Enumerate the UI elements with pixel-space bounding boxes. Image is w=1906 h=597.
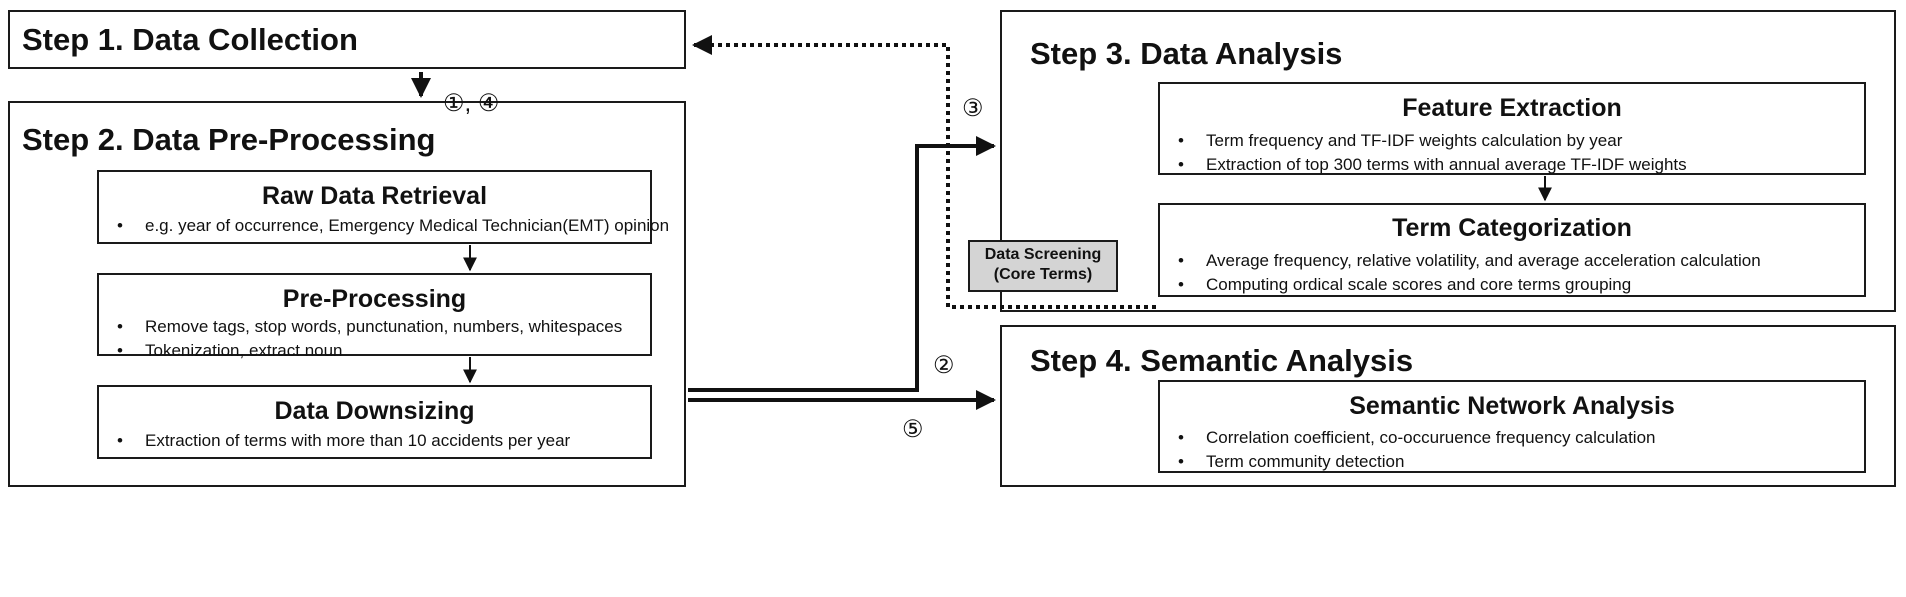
preprocessing-box: Pre-Processing Remove tags, stop words, …	[97, 273, 652, 363]
feature-extraction-title: Feature Extraction	[1402, 94, 1622, 122]
semantic-network-box: Semantic Network Analysis Correlation co…	[1158, 380, 1866, 474]
raw-data-bullets: e.g. year of occurrence, Emergency Medic…	[117, 214, 669, 238]
step3-title: Step 3. Data Analysis	[1030, 36, 1343, 71]
label-2: ②	[933, 352, 955, 379]
data-screening-line2: (Core Terms)	[993, 266, 1093, 283]
preprocessing-bullet: Remove tags, stop words, punctunation, n…	[117, 315, 622, 339]
label-1-4: ①, ④	[443, 90, 500, 117]
feature-extraction-bullets: Term frequency and TF-IDF weights calcul…	[1178, 129, 1687, 177]
semantic-network-bullet: Term community detection	[1178, 450, 1656, 474]
label-5: ⑤	[902, 416, 924, 443]
data-screening-line1: Data Screening	[984, 246, 1102, 263]
raw-data-bullet: e.g. year of occurrence, Emergency Medic…	[117, 214, 669, 238]
term-categorization-bullets: Average frequency, relative volatility, …	[1178, 249, 1761, 297]
term-categorization-bullet: Average frequency, relative volatility, …	[1178, 249, 1761, 273]
data-screening-box: Data Screening (Core Terms)	[968, 240, 1118, 292]
downsizing-bullets: Extraction of terms with more than 10 ac…	[117, 429, 570, 453]
feature-extraction-bullet: Extraction of top 300 terms with annual …	[1178, 153, 1687, 177]
label-3: ③	[962, 95, 984, 122]
semantic-network-bullet: Correlation coefficient, co-occuruence f…	[1178, 426, 1656, 450]
term-categorization-box: Term Categorization Average frequency, r…	[1158, 203, 1866, 297]
preprocessing-title: Pre-Processing	[282, 285, 467, 313]
step1-box: Step 1. Data Collection	[8, 10, 686, 69]
step2-title: Step 2. Data Pre-Processing	[22, 122, 436, 157]
preprocessing-bullets: Remove tags, stop words, punctunation, n…	[117, 315, 622, 363]
downsizing-bullet: Extraction of terms with more than 10 ac…	[117, 429, 570, 453]
term-categorization-title: Term Categorization	[1392, 214, 1632, 242]
term-categorization-bullet: Computing ordical scale scores and core …	[1178, 273, 1761, 297]
step1-title: Step 1. Data Collection	[22, 22, 358, 57]
raw-data-box: Raw Data Retrieval e.g. year of occurren…	[97, 170, 669, 244]
feature-extraction-bullet: Term frequency and TF-IDF weights calcul…	[1178, 129, 1687, 153]
downsizing-box: Data Downsizing Extraction of terms with…	[97, 385, 652, 459]
downsizing-title: Data Downsizing	[274, 397, 475, 425]
semantic-network-bullets: Correlation coefficient, co-occuruence f…	[1178, 426, 1656, 474]
raw-data-title: Raw Data Retrieval	[261, 182, 488, 210]
semantic-network-title: Semantic Network Analysis	[1349, 392, 1675, 420]
step4-title: Step 4. Semantic Analysis	[1030, 343, 1414, 378]
feature-extraction-box: Feature Extraction Term frequency and TF…	[1158, 82, 1866, 177]
preprocessing-bullet: Tokenization, extract noun	[117, 339, 622, 363]
